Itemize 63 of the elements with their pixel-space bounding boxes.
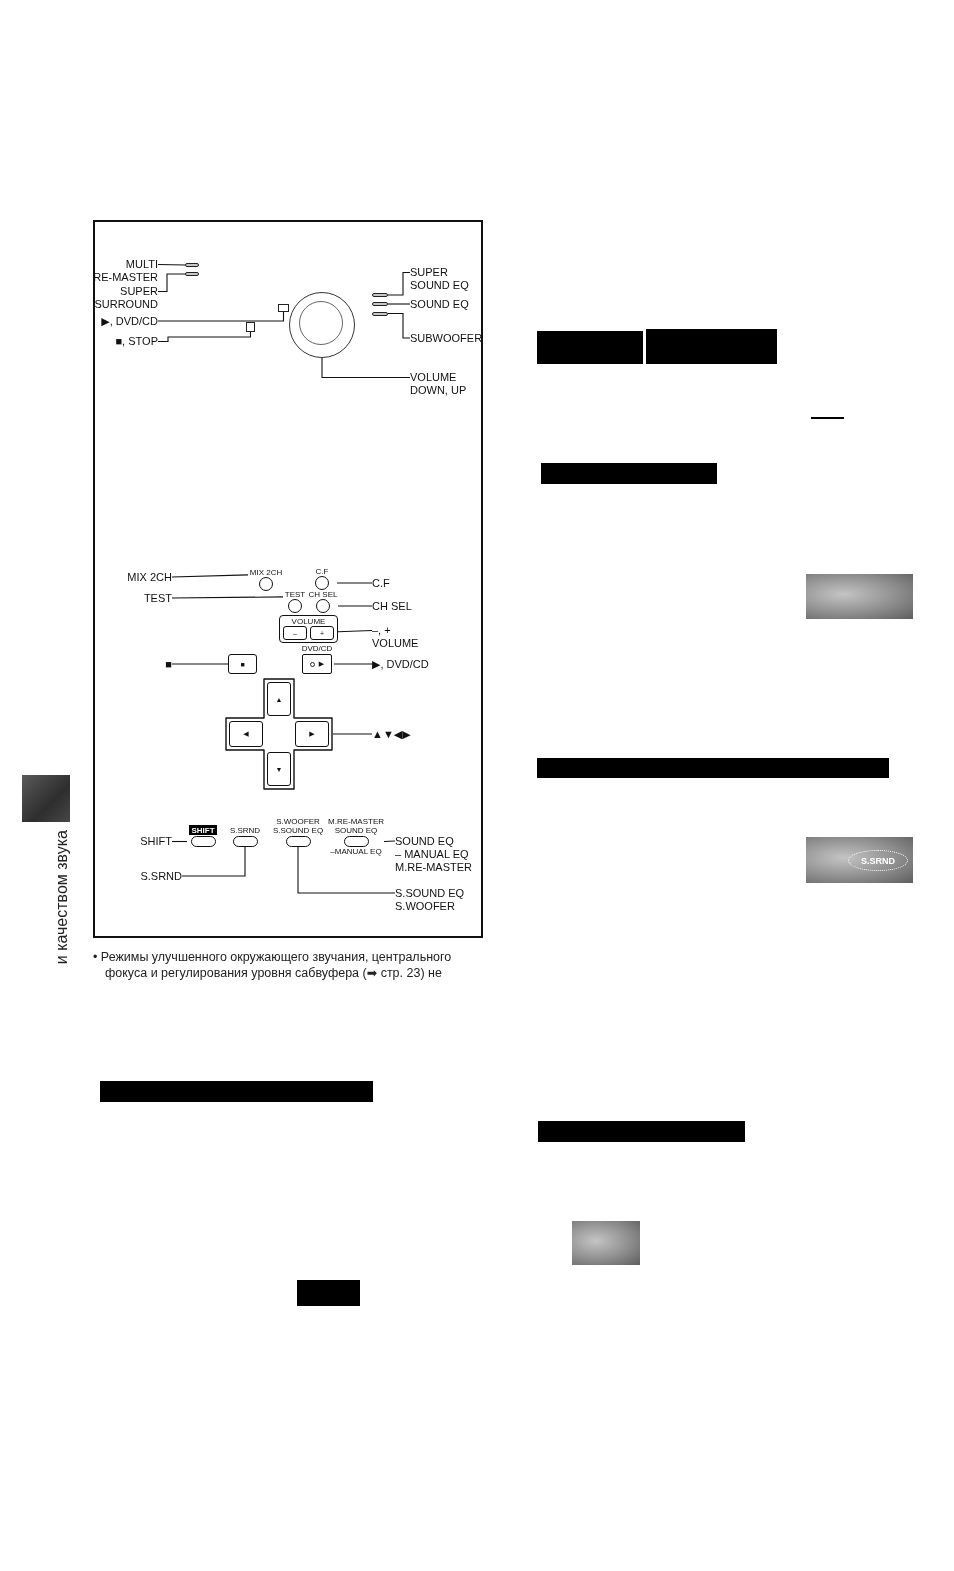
slim-button [372,293,388,297]
leader-line [157,273,186,293]
callout-label: ▲▼◀▶ [372,727,432,741]
callout-label: SUPER SOUND EQ [410,266,472,292]
leader-line [337,629,373,633]
leader-line [181,846,246,877]
callout-label: ■, STOP [92,335,158,348]
leader-line [387,312,411,339]
callout-label: CH SEL [372,599,432,613]
callout-label: ■ [150,657,172,671]
leader-line [336,582,373,584]
round-button: CH SEL [308,590,338,613]
footnote-text: • Режимы улучшенного окружающего звучания, центрального фокуса и регулирования уровня сабвуфера (➡ стр. 23) не [93,949,453,981]
group-label: VOLUME [290,616,327,626]
leader-line [171,574,249,578]
small-button [246,322,255,332]
leader-line [332,733,373,735]
round-button: C.F [307,567,337,590]
callout-label: S.SOUND EQ S.WOOFER [395,886,470,913]
callout-label: –, + VOLUME [372,624,422,650]
leader-line [333,663,373,665]
callout-label: C.F [372,576,422,590]
callout-label: SHIFT [110,835,172,848]
oval-button: S.SRND [229,826,261,847]
leader-line [337,605,373,607]
callout-label: MIX 2CH [110,570,172,584]
callout-label: TEST [110,591,172,605]
callout-label: ▶, DVD/CD [80,314,158,328]
display-picture [806,574,913,619]
direction-pad [225,678,333,790]
section-tab-text: и качеством звука [53,830,71,965]
callout-label: SUBWOOFER [410,331,480,345]
leader-line [171,596,284,599]
callout-label: SOUND EQ [410,297,472,311]
leader-line [383,840,396,843]
slim-button [185,272,199,276]
display-picture [572,1221,640,1265]
leader-line [171,663,229,665]
leader-line [157,263,186,266]
slim-button [372,302,388,306]
callout-label: SOUND EQ – MANUAL EQ M.RE-MASTER [395,834,475,874]
slim-button [372,311,388,316]
callout-label: S.SRND [120,869,182,883]
leader-line [387,271,411,296]
display-picture: S.SRND [806,837,913,883]
oval-button: S.WOOFER S.SOUND EQ [272,817,324,847]
leader-line [387,303,411,305]
callout-label: ▶, DVD/CD [372,657,452,671]
leader-line [157,311,285,322]
oval-button: M.RE-MASTER SOUND EQ –MANUAL EQ [328,817,384,856]
slim-button [185,263,199,267]
leader-line [157,331,252,343]
callout-label: SUPER SURROUND [92,285,158,311]
round-button: MIX 2CH [248,568,284,591]
round-button: TEST [283,590,307,613]
leader-line [171,840,188,843]
oval-button: SHIFT [187,825,219,847]
callout-label: VOLUME DOWN, UP [410,371,472,397]
leader-line [297,846,396,894]
button-group-frame [279,615,338,643]
leader-line [321,357,411,379]
small-button [278,304,289,312]
callout-label: MULTI RE-MASTER [92,258,158,284]
